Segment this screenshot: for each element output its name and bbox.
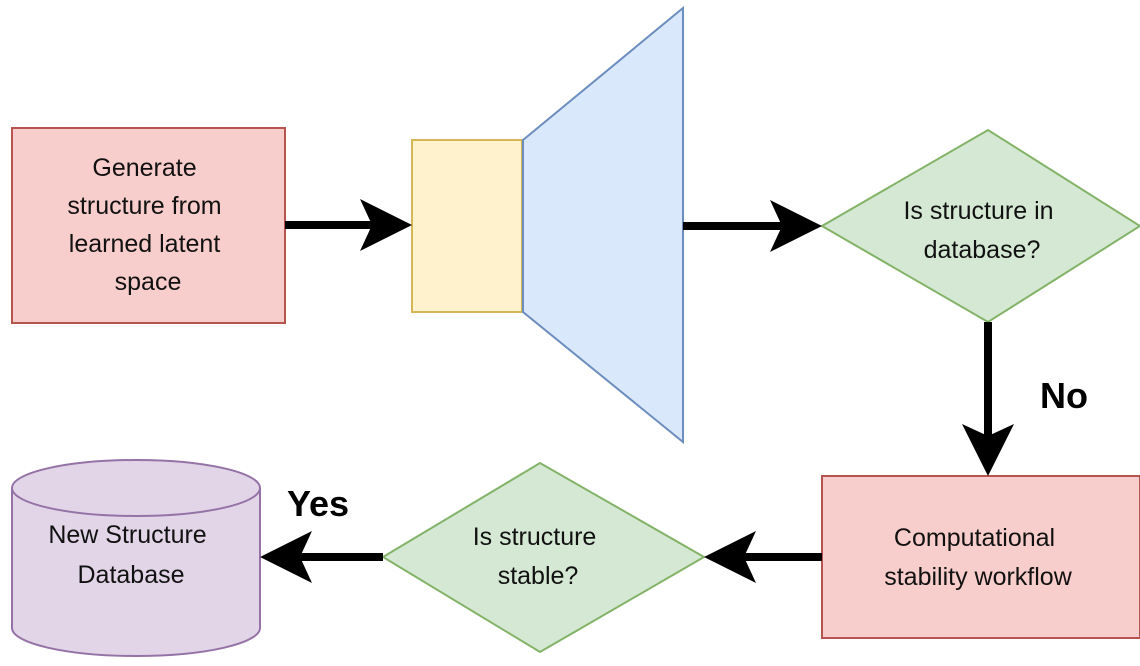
no-edge-label: No — [1040, 375, 1088, 416]
in-database-decision: Is structure in database? — [820, 128, 1140, 324]
generate-structure-node: Generate structure from learned latent s… — [11, 127, 286, 324]
latent-vector-box — [411, 139, 523, 313]
new-structure-database-node: New Structure Database — [11, 459, 261, 657]
yes-edge-label: Yes — [287, 483, 349, 524]
arrow-decoder-to-decision — [683, 200, 822, 252]
generate-structure-label: Generate structure from learned latent s… — [67, 154, 228, 296]
stability-workflow-node: Computational stability workflow — [821, 475, 1140, 639]
arrow-workflow-to-stable — [704, 531, 822, 583]
stability-workflow-label: Computational stability workflow — [884, 524, 1072, 591]
in-database-label: Is structure in database? — [903, 197, 1060, 264]
decoder-trapezoid — [522, 5, 684, 445]
stable-label: Is structure stable? — [473, 523, 604, 590]
arrow-stable-to-database — [260, 531, 383, 583]
stable-decision: Is structure stable? — [381, 461, 707, 654]
new-structure-database-label: New Structure Database — [48, 521, 213, 589]
arrow-generate-to-latent — [285, 199, 412, 251]
arrow-decision-to-workflow — [962, 322, 1014, 476]
